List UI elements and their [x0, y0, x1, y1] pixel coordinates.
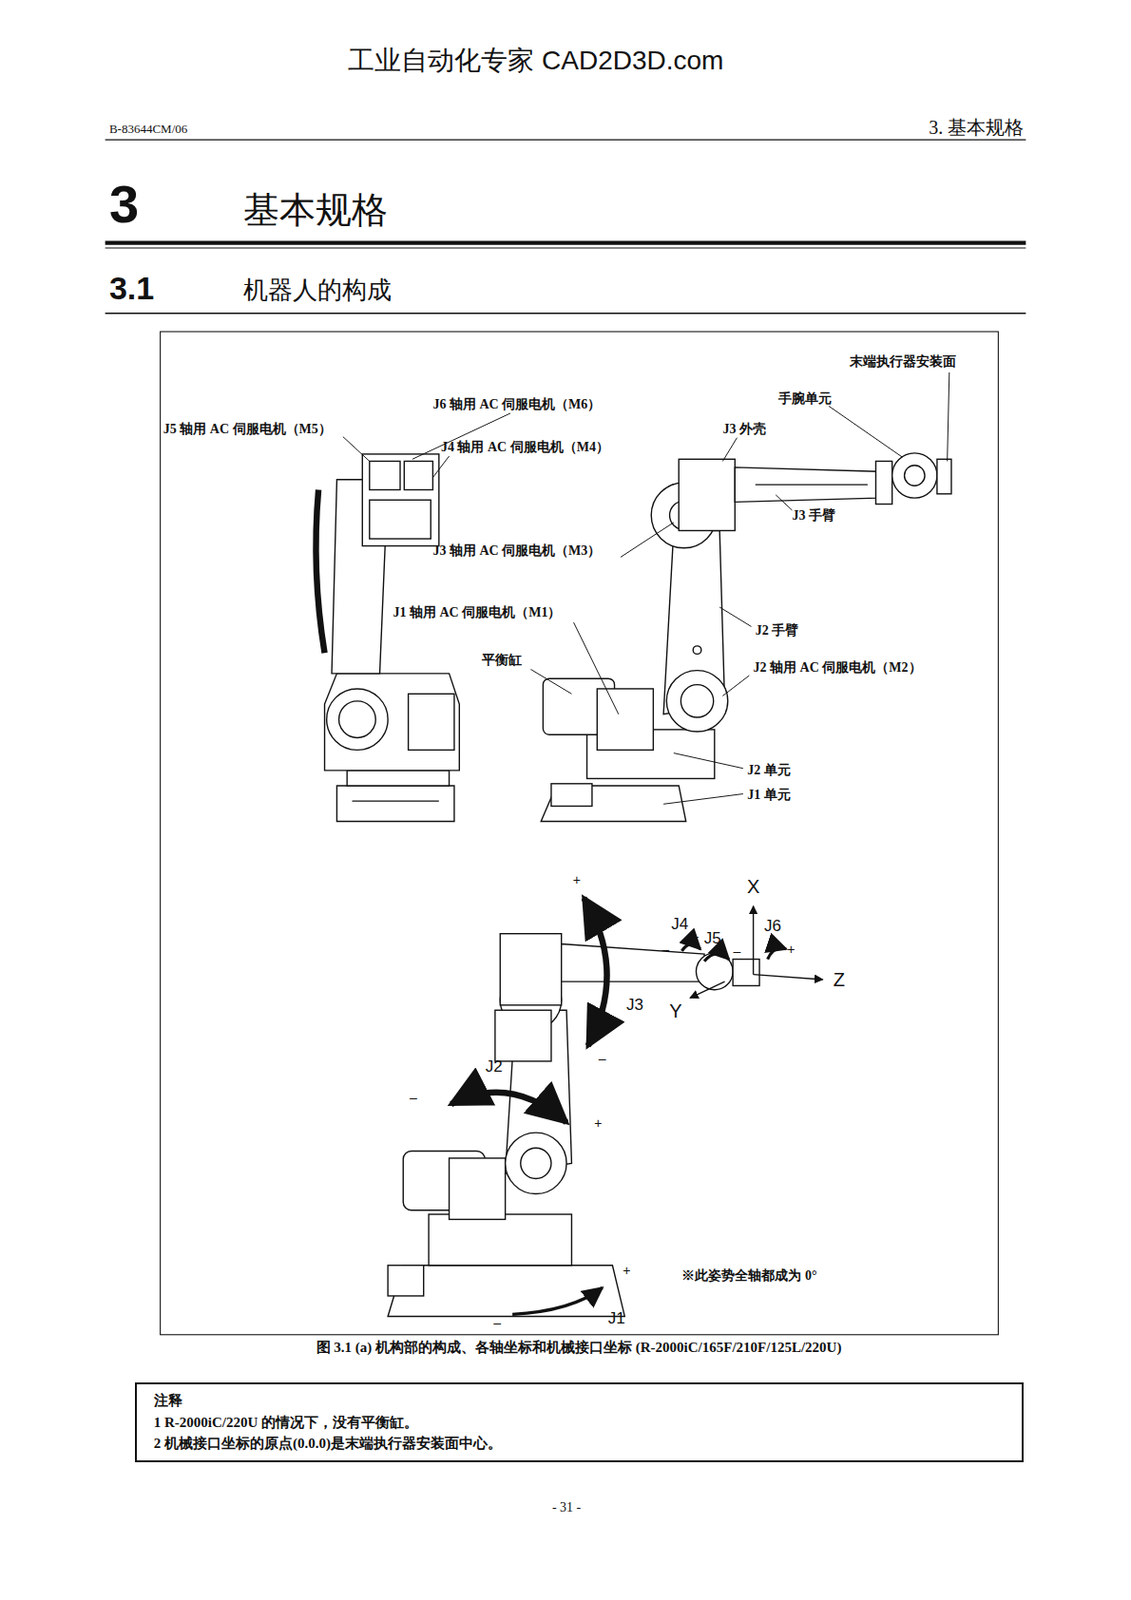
part-label: J6 轴用 AC 伺服电机（M6） — [432, 397, 601, 413]
note-item: 1 R-2000iC/220U 的情况下，没有平衡缸。 — [153, 1412, 1005, 1435]
part-label: 末端执行器安装面 — [849, 354, 957, 370]
document-number: B-83644CM/06 — [109, 122, 188, 137]
direction-sign: + — [594, 1115, 602, 1131]
axis-label: J6 — [764, 917, 782, 937]
figure-caption: 图 3.1 (a) 机构部的构成、各轴坐标和机械接口坐标 (R-2000iC/1… — [316, 1340, 843, 1357]
note-box: 注释1 R-2000iC/220U 的情况下，没有平衡缸。2 机械接口坐标的原点… — [134, 1382, 1024, 1463]
direction-sign: – — [733, 943, 742, 959]
part-label: 手腕单元 — [778, 391, 832, 407]
part-label: J1 单元 — [747, 787, 791, 804]
part-label: J5 轴用 AC 伺服电机（M5） — [163, 421, 332, 438]
axis-label: Z — [833, 969, 845, 992]
axis-label: J5 — [704, 929, 722, 949]
chapter-number: 3 — [109, 173, 139, 235]
part-label: 平衡缸 — [481, 652, 522, 669]
axis-label: X — [747, 876, 760, 899]
chapter-title: 基本规格 — [243, 190, 388, 232]
direction-sign: – — [409, 1090, 418, 1106]
part-label: J2 单元 — [747, 763, 791, 779]
note-heading: 注释 — [153, 1390, 1005, 1413]
part-label: J3 手臂 — [791, 508, 836, 524]
axis-label: J1 — [608, 1309, 626, 1329]
direction-sign: – — [493, 1315, 501, 1331]
axis-label: J3 — [626, 996, 644, 1016]
direction-sign: + — [573, 872, 581, 888]
part-label: J2 轴用 AC 伺服电机（M2） — [753, 660, 922, 676]
direction-sign: + — [690, 929, 699, 945]
part-label: J3 轴用 AC 伺服电机（M3） — [432, 543, 601, 559]
note-item: 2 机械接口坐标的原点(0.0.0)是末端执行器安装面中心。 — [153, 1433, 1005, 1456]
section-number: 3.1 — [109, 269, 154, 307]
page-number: - 31 - — [552, 1500, 581, 1516]
axis-label: Y — [669, 1000, 682, 1023]
section-title: 机器人的构成 — [243, 276, 392, 306]
direction-sign: + — [786, 941, 795, 958]
part-label: J1 轴用 AC 伺服电机（M1） — [392, 605, 561, 621]
axis-label: J2 — [485, 1058, 503, 1078]
part-label: J2 手臂 — [755, 623, 800, 639]
part-label: J3 外壳 — [722, 421, 767, 438]
part-label: J4 轴用 AC 伺服电机（M4） — [440, 440, 610, 456]
direction-sign: + — [622, 1263, 631, 1279]
running-header: 3. 基本规格 — [928, 116, 1024, 139]
posture-note: ※此姿势全轴都成为 0° — [681, 1267, 817, 1284]
axis-label: J4 — [670, 915, 689, 935]
watermark: 工业自动化专家 CAD2D3D.com — [347, 45, 724, 77]
direction-sign: – — [661, 941, 670, 958]
direction-sign: – — [598, 1051, 607, 1067]
